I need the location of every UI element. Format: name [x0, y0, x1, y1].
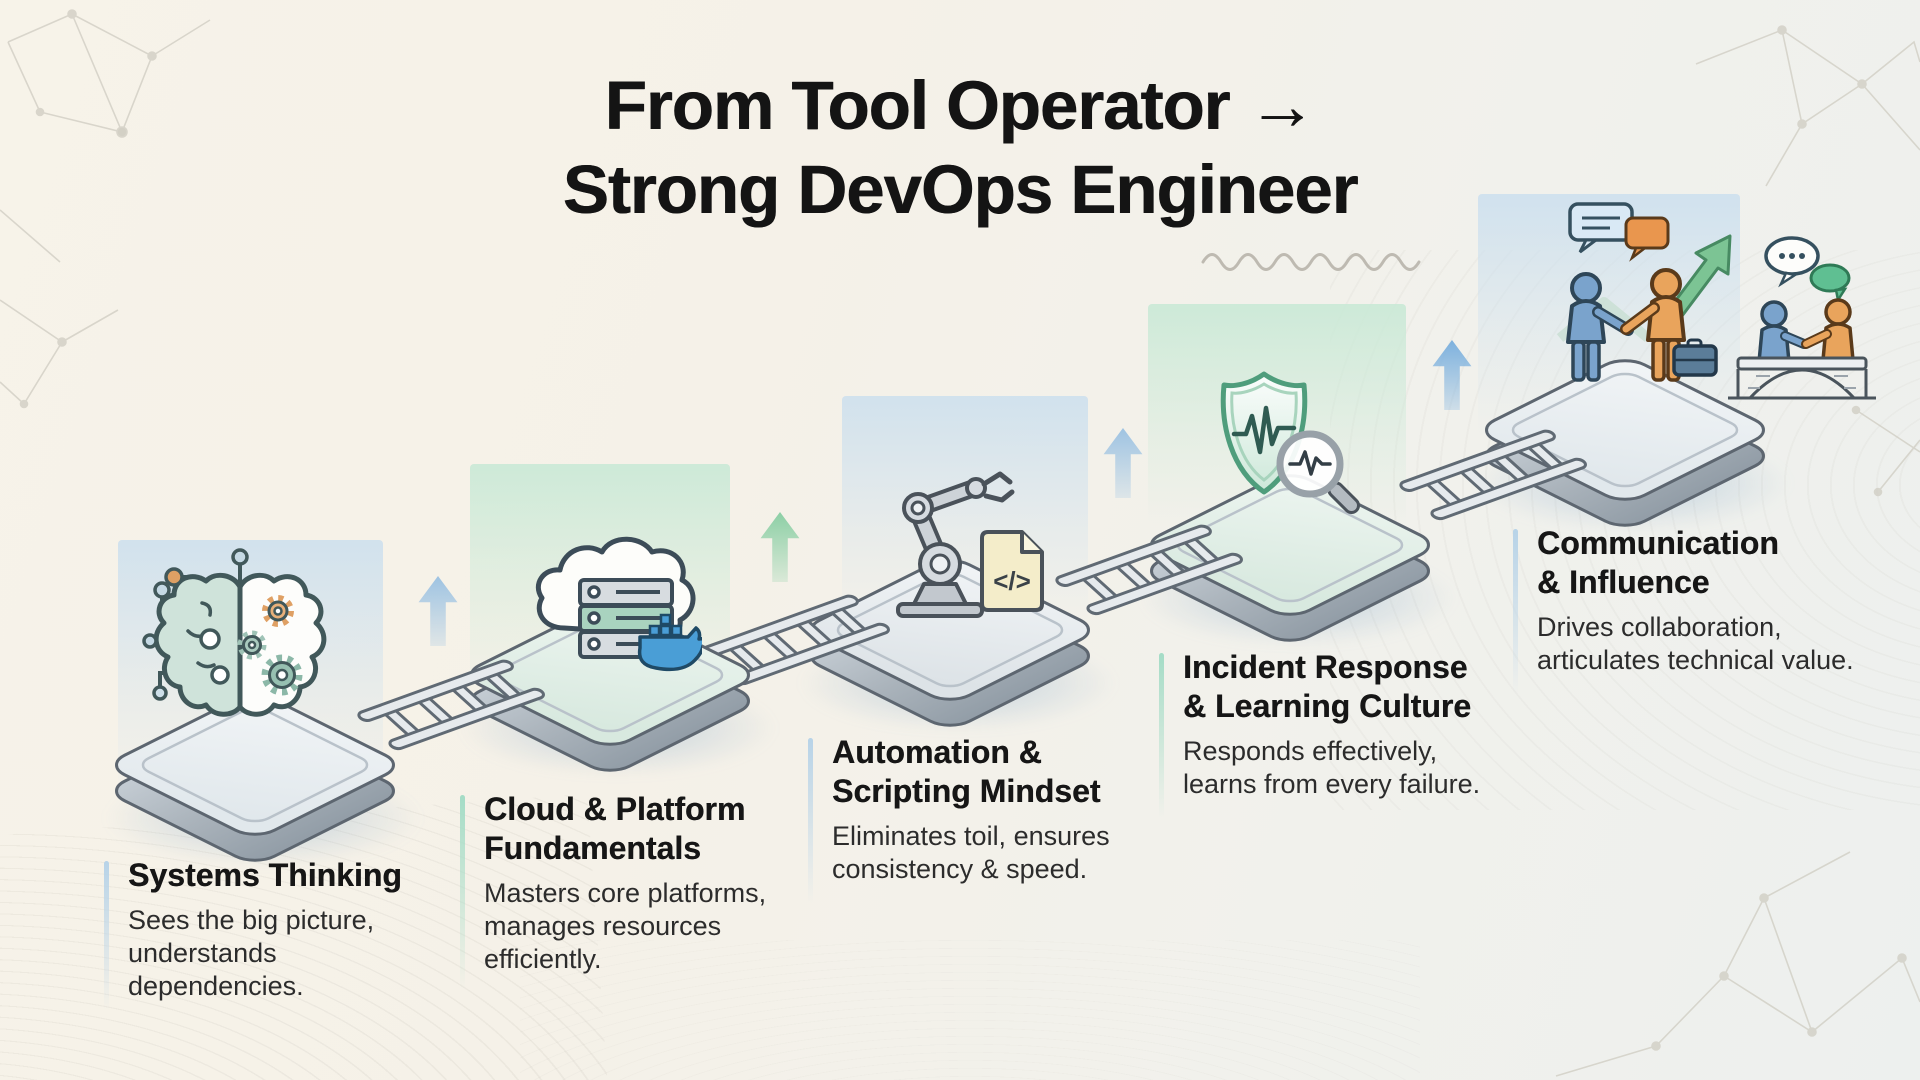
contour-lines-decoration [520, 940, 1420, 1080]
bridge-icon [1728, 356, 1876, 400]
robot-arm-code-file-icon: </> [896, 471, 1044, 618]
shield-pulse-magnifier-icon [1220, 371, 1361, 515]
person-blue-small [1757, 300, 1809, 364]
step-3-description: Eliminates toil, ensures consistency & s… [832, 821, 1110, 884]
growth-arrow-icon [1668, 234, 1732, 318]
speech-bubble-icon [1568, 202, 1670, 262]
accent-bar [460, 795, 465, 990]
step-2-title: Cloud & Platform Fundamentals [484, 791, 746, 866]
step-5-description: Drives collaboration, articulates techni… [1537, 612, 1854, 675]
brain-left-hemisphere [153, 572, 243, 717]
step-3-title: Automation & Scripting Mindset [832, 734, 1101, 809]
accent-bar [1513, 529, 1518, 694]
step-5-text: Communication & Influence Drives collabo… [1513, 524, 1920, 694]
step-2-description: Masters core platforms, manages resource… [484, 878, 767, 974]
step-3-text: Automation & Scripting Mindset Eliminate… [808, 733, 1172, 903]
magnifier-icon [1276, 430, 1361, 515]
up-arrow-icon [760, 512, 800, 582]
up-arrow-icon [418, 576, 458, 646]
step-1-text: Systems Thinking Sees the big picture, u… [104, 856, 448, 1011]
person-blue [1566, 272, 1634, 382]
step-1-title: Systems Thinking [128, 857, 402, 893]
gear-icon [237, 595, 303, 696]
step-4-description: Responds effectively, learns from every … [1183, 736, 1481, 799]
step-4-text: Incident Response & Learning Culture Res… [1159, 648, 1543, 818]
accent-bar [104, 861, 109, 1011]
page-title-line2: Strong DevOps Engineer [562, 151, 1359, 228]
page-title-line1: From Tool Operator → [604, 67, 1317, 144]
code-glyph: </> [993, 566, 1031, 596]
ellipsis-speech-bubble-icon [1764, 236, 1851, 304]
platform-4 [1130, 453, 1450, 673]
platform-1 [95, 673, 415, 893]
accent-bar [808, 738, 813, 903]
brain-right-hemisphere [237, 572, 327, 717]
up-arrow-icon [1103, 428, 1143, 498]
brain-circuit-gears-icon [142, 548, 327, 717]
step-5-title: Communication & Influence [1537, 525, 1779, 600]
step-1-description: Sees the big picture, understands depend… [128, 905, 375, 1001]
squiggle-underline-decoration [1201, 253, 1421, 271]
step-4-title: Incident Response & Learning Culture [1183, 649, 1472, 724]
connector-ladder-2 [695, 585, 895, 700]
connector-ladder-1 [350, 650, 550, 765]
step-2-text: Cloud & Platform Fundamentals Masters co… [460, 790, 824, 990]
connector-ladder-3 [1048, 515, 1248, 630]
connector-ladder-4 [1392, 420, 1592, 535]
up-arrow-icon [1432, 340, 1472, 410]
page-title: From Tool Operator → Strong DevOps Engin… [0, 64, 1920, 232]
people-handshake-bridge-icon [1556, 202, 1876, 400]
robot-arm [896, 471, 1015, 618]
person-orange-small [1801, 298, 1855, 362]
docker-whale-icon [637, 613, 702, 672]
circuit-nodes [142, 548, 249, 701]
code-file-icon: </> [980, 530, 1044, 612]
briefcase-icon [1672, 338, 1718, 377]
accent-bar [1159, 653, 1164, 818]
cloud-server-docker-icon [535, 536, 702, 672]
